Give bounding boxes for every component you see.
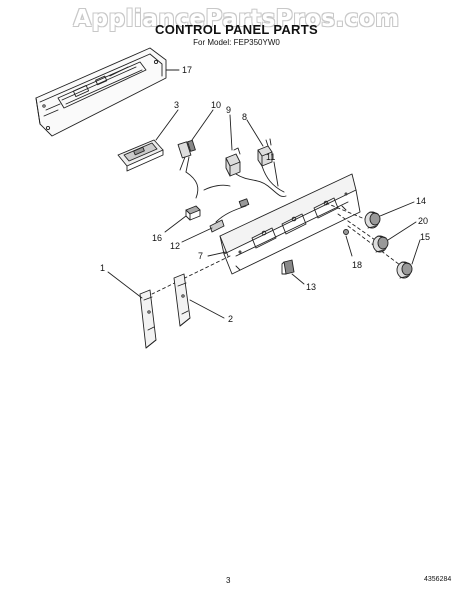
callout-8: 8 [242,112,247,122]
callout-18: 18 [352,260,362,270]
knob-alignment-lines [151,202,405,295]
leader-line-18 [345,235,353,257]
part-knob-15 [396,261,413,279]
leader-line-2 [189,299,225,319]
page-title: CONTROL PANEL PARTS [155,22,318,37]
watermark: AppliancePartsPros.com [73,6,400,32]
leader-line-15 [411,239,421,265]
part-knob-14 [364,211,381,229]
callout-labels: 17 3 10 9 8 11 14 20 15 16 12 7 18 13 1 … [100,65,430,324]
leader-line-13 [291,273,305,285]
callout-9: 9 [226,105,231,115]
callout-10: 10 [211,100,221,110]
part-end-bracket-left [139,289,157,349]
model-subtitle: For Model: FEP350YW0 [193,38,280,47]
callout-14: 14 [416,196,426,206]
part-wire-harness [185,165,287,199]
callout-7: 7 [198,251,203,261]
part-switch-8 [257,138,273,167]
leader-line-8 [246,119,264,147]
leader-line-3 [155,109,179,141]
leader-line-16 [164,215,187,233]
leader-line-1 [107,271,143,299]
callout-12: 12 [170,241,180,251]
callout-2: 2 [228,314,233,324]
part-knob-20 [372,235,389,253]
part-relay-9 [225,147,241,177]
page-number: 3 [226,576,231,585]
part-display-panel [117,139,164,172]
part-backguard-panel [35,47,167,137]
leader-line-14 [379,201,415,217]
callout-13: 13 [306,282,316,292]
part-clip-16 [185,205,201,221]
document-number: 4356284 [424,576,452,583]
callout-15: 15 [420,232,430,242]
leader-line-20 [387,221,417,241]
part-washer-18 [343,229,349,235]
leader-line-10 [191,109,214,141]
part-wiring-12 [209,198,250,233]
leader-line-11 [273,161,279,187]
callout-16: 16 [152,233,162,243]
part-switch-10 [177,139,196,173]
leader-line-7 [207,251,227,257]
callout-1: 1 [100,263,105,273]
callout-20: 20 [418,216,428,226]
part-end-bracket-right [173,273,191,327]
callout-3: 3 [174,100,179,110]
leader-line-12 [181,227,213,243]
callout-17: 17 [182,65,192,75]
callout-11: 11 [266,152,275,162]
part-clip-13 [281,259,295,275]
part-control-panel-housing [219,173,361,275]
leader-line-9 [229,114,233,151]
